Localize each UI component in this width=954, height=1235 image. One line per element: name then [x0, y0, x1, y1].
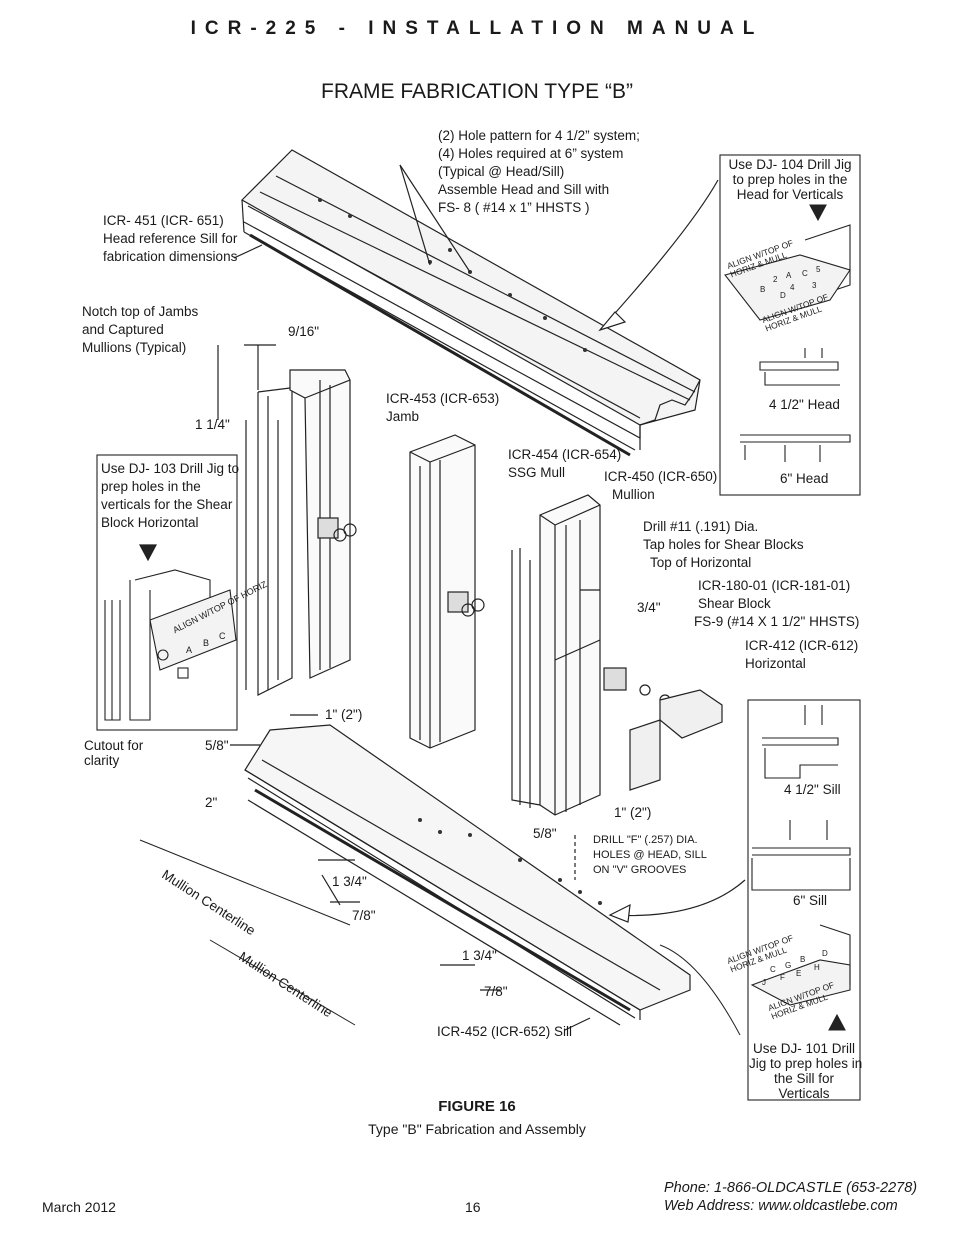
- sill-6-label: 6" Sill: [793, 893, 828, 908]
- jamb-label: ICR-453 (ICR-653) Jamb: [386, 391, 500, 424]
- jig-head-letter-2: 2: [773, 275, 778, 284]
- dim-1-1-4: 1 1/4": [195, 417, 230, 432]
- head-4-5-label: 4 1/2" Head: [769, 397, 840, 412]
- sill-4-5-label: 4 1/2" Sill: [784, 782, 841, 797]
- sill-label: ICR-452 (ICR-652) Sill: [437, 1024, 573, 1039]
- figure-number: FIGURE 16: [438, 1098, 516, 1115]
- jig-sill-letter-e: E: [796, 969, 802, 978]
- cutout-note: Cutout for clarity: [84, 738, 144, 768]
- jig-head-letter-3: 3: [812, 281, 817, 290]
- jig-head-letter-5: 5: [816, 265, 821, 274]
- horizontal-label: ICR-412 (ICR-612) Horizontal: [745, 638, 859, 671]
- dim-7-8-a: 7/8": [352, 908, 376, 923]
- jig-head-letter-4: 4: [790, 283, 795, 292]
- footer-date: March 2012: [42, 1199, 116, 1215]
- head-6-label: 6" Head: [780, 471, 829, 486]
- jig-letter-a: A: [186, 645, 193, 655]
- jig-letter-b: B: [203, 638, 210, 648]
- footer-web: Web Address: www.oldcastlebe.com: [664, 1198, 898, 1214]
- jig-letter-c: C: [219, 631, 226, 641]
- jig-sill-letter-g: G: [785, 961, 792, 970]
- dim-2: 2": [205, 795, 218, 810]
- shear-block-label: ICR-180-01 (ICR-181-01) Shear Block: [698, 578, 851, 611]
- dim-5-8-top: 5/8": [205, 738, 229, 753]
- jig-head-letter-b: B: [760, 285, 766, 294]
- dj103-note: Use DJ- 103 Drill Jig to prep holes in t…: [101, 461, 240, 530]
- mullion-label: ICR-450 (ICR-650) Mullion: [604, 469, 718, 502]
- figure-caption: Type "B" Fabrication and Assembly: [368, 1121, 586, 1137]
- ssg-mull-label: ICR-454 (ICR-654) SSG Mull: [508, 447, 622, 480]
- dim-1-3-4-a: 1 3/4": [332, 874, 367, 889]
- top-of-horizontal-label: Top of Horizontal: [650, 555, 752, 570]
- footer-phone: Phone: 1-866-OLDCASTLE (653-2278): [664, 1180, 918, 1196]
- dim-1-2-bottom: 1" (2"): [614, 805, 652, 820]
- jig-sill-letter-d: D: [822, 949, 828, 958]
- mullion-extrusion: [511, 494, 601, 816]
- fs9-label: FS-9 (#14 X 1 1/2" HHSTS): [694, 614, 860, 629]
- dim-5-8-bottom: 5/8": [533, 826, 557, 841]
- jig-sill-letter-h: H: [814, 963, 820, 972]
- page-title: FRAME FABRICATION TYPE “B”: [321, 80, 633, 103]
- head-reference-note: ICR- 451 (ICR- 651) Head reference Sill …: [103, 213, 238, 264]
- jig-head-letter-c: C: [802, 269, 808, 278]
- sill-extrusion: [244, 724, 691, 1026]
- jig-sill-letter-j: J: [762, 978, 766, 987]
- jig-sill-letter-b: B: [800, 955, 806, 964]
- hole-pattern-note: (2) Hole pattern for 4 1/2” system; (4) …: [438, 128, 640, 215]
- dj104-note: Use DJ- 104 Drill Jig to prep holes in t…: [728, 157, 852, 202]
- notch-note: Notch top of Jambs and Captured Mullions…: [82, 304, 199, 355]
- jig-head-letter-a: A: [786, 271, 792, 280]
- drill-f-note: DRILL "F" (.257) DIA. HOLES @ HEAD, SILL…: [593, 834, 707, 876]
- dim-9-16: 9/16": [288, 324, 320, 339]
- dj101-note: Use DJ- 101 Drill Jig to prep holes in t…: [749, 1041, 863, 1101]
- dim-1-2-top: 1" (2"): [325, 707, 363, 722]
- dim-3-4: 3/4": [637, 600, 661, 615]
- drill-11-note: Drill #11 (.191) Dia. Tap holes for Shea…: [643, 519, 804, 552]
- dim-1-3-4-b: 1 3/4": [462, 948, 497, 963]
- dim-7-8-b: 7/8": [484, 984, 508, 999]
- manual-header: ICR-225 - INSTALLATION MANUAL: [190, 18, 764, 39]
- jig-sill-letter-f: F: [780, 973, 785, 982]
- footer-page-number: 16: [465, 1199, 481, 1215]
- jig-sill-letter-c: C: [770, 965, 776, 974]
- ssg-mull-extrusion: [409, 434, 476, 749]
- head-extrusion: [241, 149, 701, 457]
- jig-head-letter-d: D: [780, 291, 786, 300]
